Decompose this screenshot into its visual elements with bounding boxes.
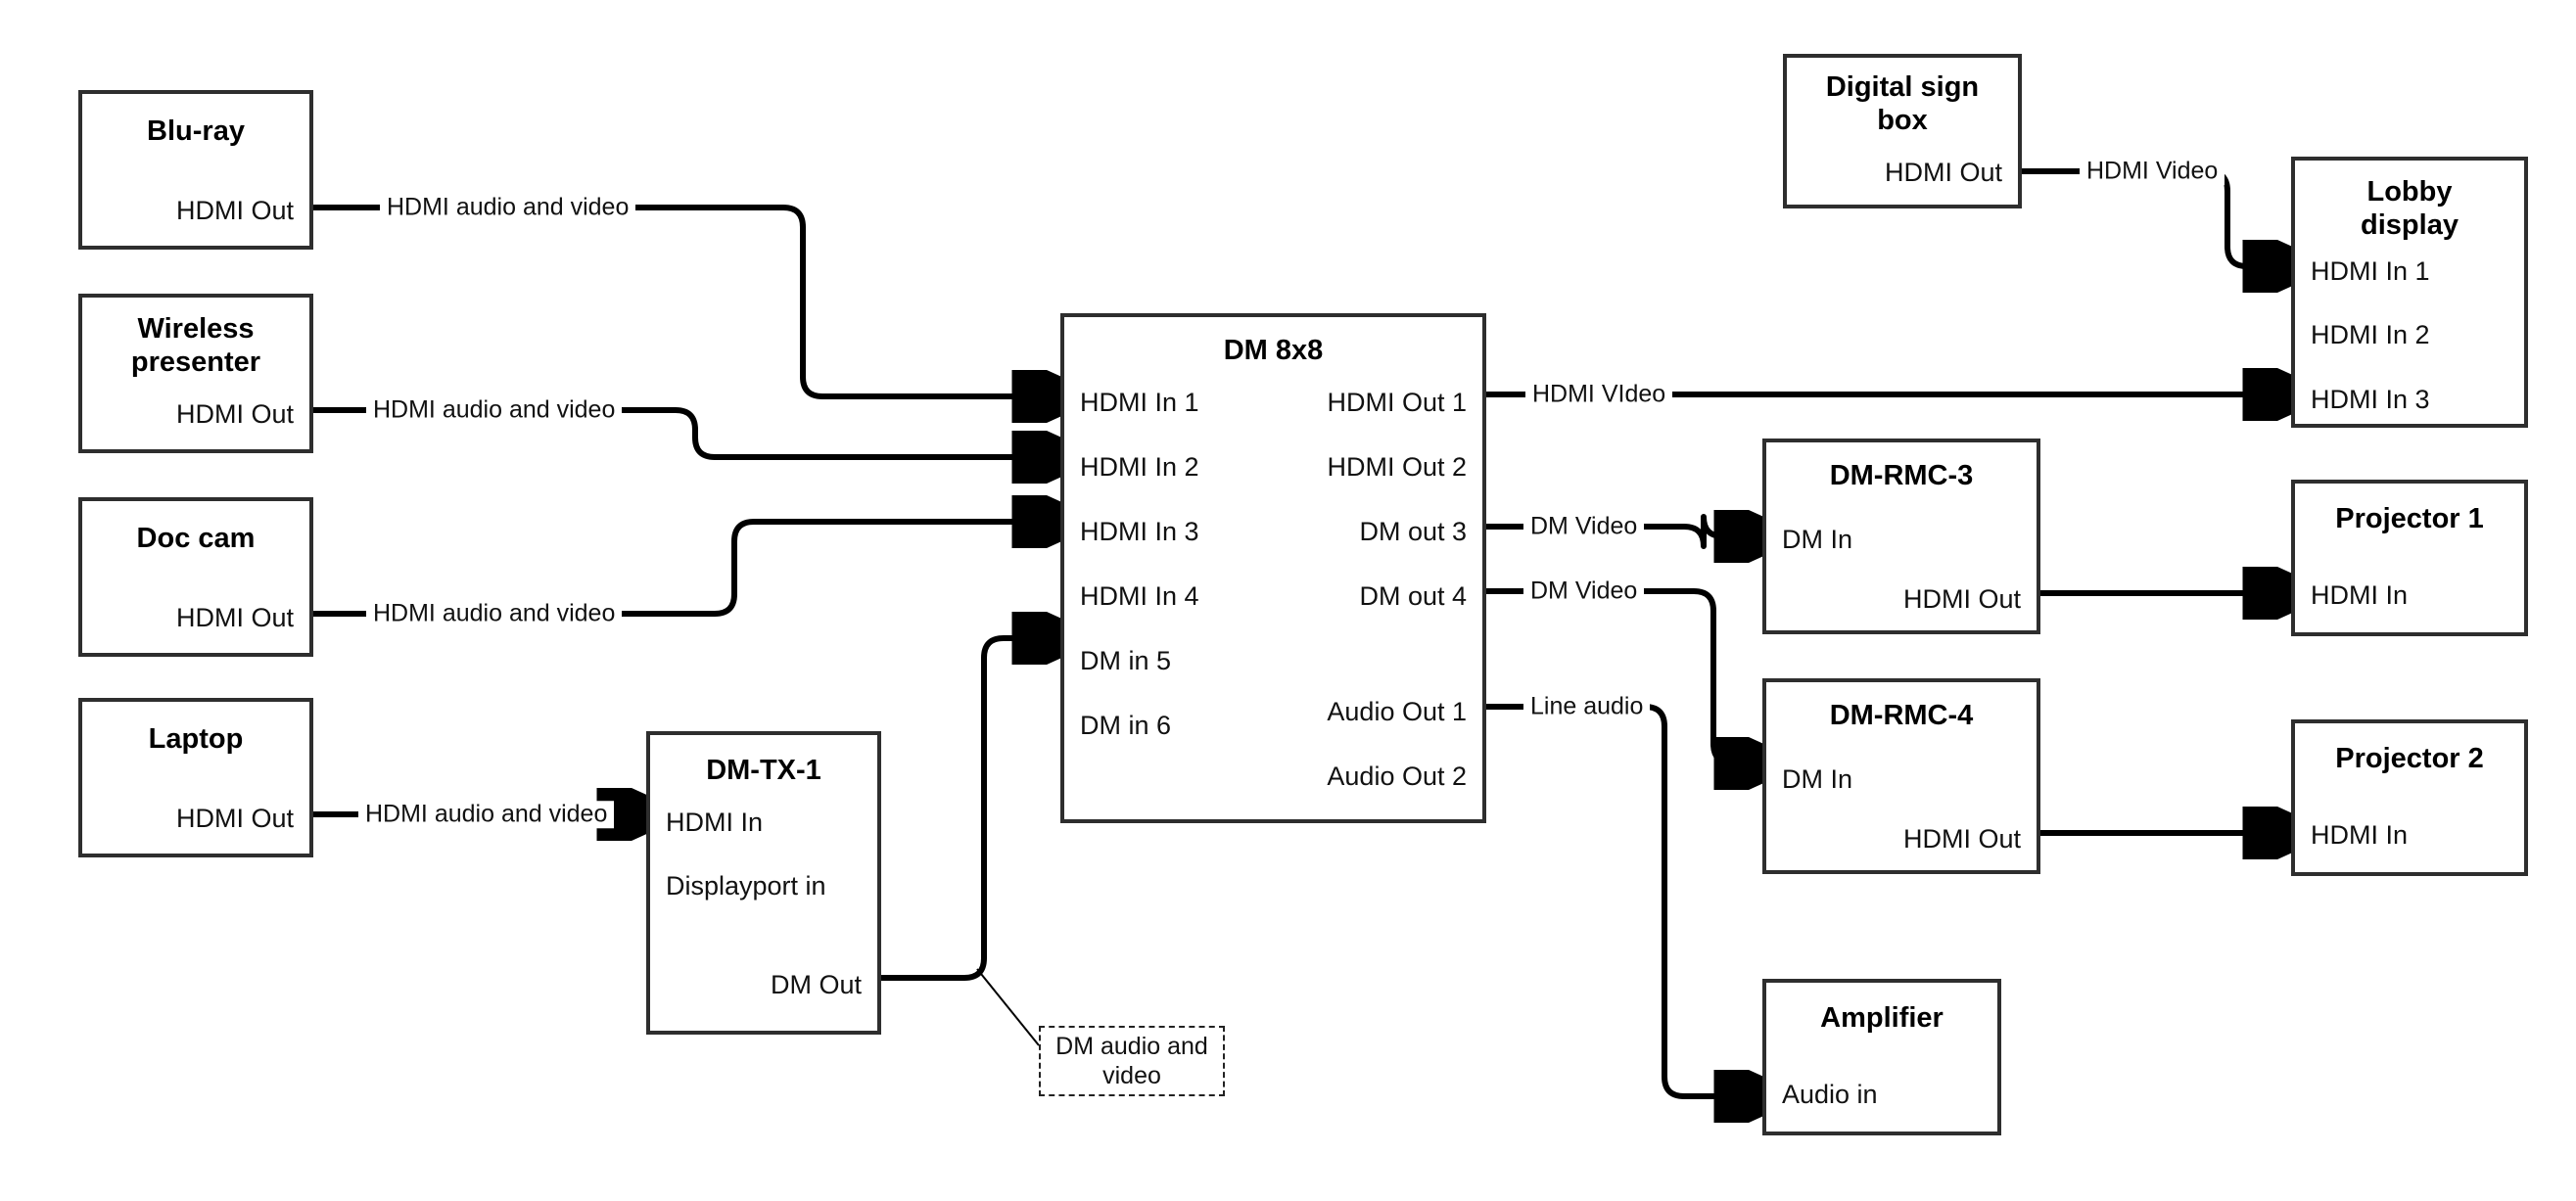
- edge-label-bluray-to-dm: HDMI audio and video: [380, 194, 636, 221]
- wire-dm8x8-out4-to-dmrmc4: [1486, 588, 1758, 763]
- leader-dm-audio-video: [976, 968, 1040, 1046]
- port-dm8x8-dm-in-5[interactable]: DM in 5: [1080, 646, 1172, 675]
- node-amplifier-title: Amplifier: [1820, 1002, 1944, 1034]
- edge-label-doccam-to-dm: HDMI audio and video: [366, 600, 623, 627]
- port-dm8x8-hdmi-in-3[interactable]: HDMI In 3: [1080, 517, 1199, 546]
- node-doc-cam-title: Doc cam: [136, 523, 256, 554]
- port-dm8x8-hdmi-out-1[interactable]: HDMI Out 1: [1327, 388, 1467, 417]
- port-lobby-hdmi-in-1[interactable]: HDMI In 1: [2311, 256, 2430, 286]
- wire-dm8x8-audio-to-amplifier: [1486, 704, 1758, 1096]
- port-dmrmc4-hdmi-out[interactable]: HDMI Out: [1902, 824, 2021, 854]
- port-dmrmc3-dm-in[interactable]: DM In: [1782, 525, 1853, 554]
- edge-label-sign-to-lobby: HDMI Video: [2080, 158, 2225, 185]
- node-lobby-display[interactable]: Lobby display HDMI In 1 HDMI In 2 HDMI I…: [2291, 157, 2528, 428]
- node-laptop-title: Laptop: [148, 723, 244, 755]
- port-dm8x8-hdmi-in-2[interactable]: HDMI In 2: [1080, 452, 1199, 482]
- port-dm8x8-dm-in-6[interactable]: DM in 6: [1080, 711, 1172, 740]
- node-projector-2-title: Projector 2: [2335, 743, 2484, 774]
- port-dm8x8-hdmi-out-2[interactable]: HDMI Out 2: [1327, 452, 1467, 482]
- edge-label-dm-out4-to-rmc4: DM Video: [1523, 577, 1645, 605]
- port-digitalsign-hdmi-out[interactable]: HDMI Out: [1884, 158, 2002, 187]
- node-bluray-title: Blu-ray: [147, 115, 245, 147]
- port-doccam-hdmi-out[interactable]: HDMI Out: [175, 603, 294, 632]
- node-dm-rmc-4[interactable]: DM-RMC-4 DM In HDMI Out: [1762, 678, 2040, 874]
- node-laptop[interactable]: Laptop HDMI Out: [78, 698, 313, 857]
- port-lobby-hdmi-in-3[interactable]: HDMI In 3: [2311, 385, 2430, 414]
- node-wireless-presenter[interactable]: Wireless presenter HDMI Out: [78, 294, 313, 453]
- node-bluray[interactable]: Blu-ray HDMI Out: [78, 90, 313, 250]
- node-dm-tx-1[interactable]: DM-TX-1 HDMI In Displayport in DM Out: [646, 731, 881, 1035]
- port-dm8x8-dm-out-3[interactable]: DM out 3: [1359, 517, 1467, 546]
- node-wireless-presenter-title: Wireless presenter: [130, 313, 261, 378]
- edge-label-dm-out1-to-lobby: HDMI VIdeo: [1525, 381, 1673, 408]
- node-digital-sign-box-title: Digital sign box: [1825, 71, 1980, 136]
- port-dmrmc3-hdmi-out[interactable]: HDMI Out: [1902, 584, 2021, 614]
- port-lobby-hdmi-in-2[interactable]: HDMI In 2: [2311, 320, 2430, 349]
- port-wireless-hdmi-out[interactable]: HDMI Out: [175, 399, 294, 429]
- edge-label-dm-out3-to-rmc3: DM Video: [1523, 513, 1645, 540]
- port-bluray-hdmi-out[interactable]: HDMI Out: [175, 196, 294, 225]
- node-doc-cam[interactable]: Doc cam HDMI Out: [78, 497, 313, 657]
- node-amplifier[interactable]: Amplifier Audio in: [1762, 979, 2001, 1135]
- node-dm-rmc-3-title: DM-RMC-3: [1829, 460, 1974, 491]
- node-projector-1-title: Projector 1: [2335, 503, 2484, 534]
- port-dmrmc4-dm-in[interactable]: DM In: [1782, 764, 1853, 794]
- node-dm-tx-1-title: DM-TX-1: [706, 755, 821, 786]
- port-dm8x8-audio-out-2[interactable]: Audio Out 2: [1327, 762, 1467, 791]
- node-projector-2[interactable]: Projector 2 HDMI In: [2291, 719, 2528, 876]
- port-dmtx1-hdmi-in[interactable]: HDMI In: [666, 808, 764, 837]
- port-projector2-hdmi-in[interactable]: HDMI In: [2311, 820, 2409, 850]
- node-dm-8x8-title: DM 8x8: [1223, 335, 1324, 366]
- port-dmtx1-dm-out[interactable]: DM Out: [770, 970, 862, 999]
- wire-digitalsign-to-lobby: [2022, 168, 2287, 266]
- port-dmtx1-displayport-in[interactable]: Displayport in: [666, 871, 826, 901]
- port-laptop-hdmi-out[interactable]: HDMI Out: [175, 804, 294, 833]
- port-projector1-hdmi-in[interactable]: HDMI In: [2311, 580, 2409, 610]
- port-dm8x8-hdmi-in-1[interactable]: HDMI In 1: [1080, 388, 1199, 417]
- port-dm8x8-hdmi-in-4[interactable]: HDMI In 4: [1080, 581, 1199, 611]
- edge-label-wireless-to-dm: HDMI audio and video: [366, 396, 623, 424]
- node-digital-sign-box[interactable]: Digital sign box HDMI Out: [1783, 54, 2022, 208]
- node-dm-rmc-3[interactable]: DM-RMC-3 DM In HDMI Out: [1762, 439, 2040, 634]
- port-dm8x8-dm-out-4[interactable]: DM out 4: [1359, 581, 1467, 611]
- node-dm-8x8[interactable]: DM 8x8 HDMI In 1 HDMI In 2 HDMI In 3 HDM…: [1060, 313, 1486, 823]
- node-projector-1[interactable]: Projector 1 HDMI In: [2291, 480, 2528, 636]
- port-dm8x8-audio-out-1[interactable]: Audio Out 1: [1327, 697, 1467, 726]
- port-amplifier-audio-in[interactable]: Audio in: [1782, 1080, 1878, 1109]
- wire-bluray-to-dm8x8: [313, 205, 1056, 396]
- wire-dmtx1-to-dm8x8: [881, 638, 1056, 981]
- edge-label-laptop-to-tx: HDMI audio and video: [358, 801, 615, 828]
- annotation-dm-audio-and-video: DM audio and video: [1039, 1026, 1225, 1096]
- node-dm-rmc-4-title: DM-RMC-4: [1829, 700, 1974, 731]
- node-lobby-display-title: Lobby display: [2361, 176, 2459, 241]
- edge-label-dm-audio-to-amp: Line audio: [1523, 693, 1651, 720]
